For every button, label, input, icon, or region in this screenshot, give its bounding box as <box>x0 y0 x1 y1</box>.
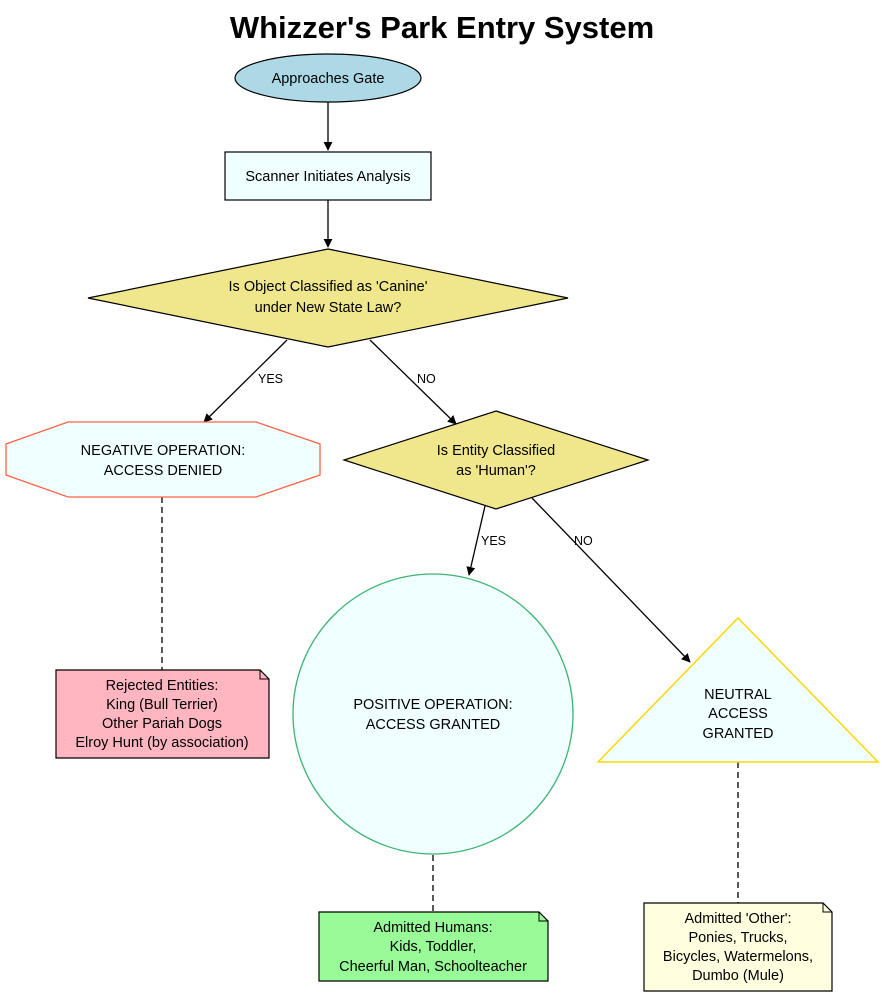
rejected-note-line3: Other Pariah Dogs <box>102 716 222 732</box>
other-note-fold <box>822 903 832 913</box>
neutral-label-line1: NEUTRAL <box>704 687 772 703</box>
neutral-node: NEUTRAL ACCESS GRANTED <box>596 616 880 763</box>
granted-label-line1: POSITIVE OPERATION: <box>353 697 512 713</box>
other-note-line1: Admitted 'Other': <box>684 911 791 927</box>
other-note: Admitted 'Other': Ponies, Trucks, Bicycl… <box>643 902 833 992</box>
denied-node: NEGATIVE OPERATION: ACCESS DENIED <box>5 421 321 498</box>
humans-note-line2: Kids, Toddler, <box>390 939 477 955</box>
edge-human-no <box>531 497 691 663</box>
neutral-label-line3: GRANTED <box>703 726 774 742</box>
scan-node: Scanner Initiates Analysis <box>224 151 432 201</box>
human-decision-node: Is Entity Classified as 'Human'? <box>342 410 650 510</box>
scan-box <box>224 151 432 201</box>
denied-label-line2: ACCESS DENIED <box>104 463 222 479</box>
neutral-triangle <box>596 616 880 763</box>
human-label-line1: Is Entity Classified <box>437 443 555 459</box>
granted-label-line2: ACCESS GRANTED <box>366 717 501 733</box>
denied-label-line1: NEGATIVE OPERATION: <box>81 443 246 459</box>
edge-label-human-yes: YES <box>481 534 506 548</box>
canine-label-line1: Is Object Classified as 'Canine' <box>229 279 428 295</box>
humans-note-line1: Admitted Humans: <box>373 920 492 936</box>
edges <box>161 102 739 912</box>
start-ellipse <box>234 53 422 103</box>
rejected-note-line4: Elroy Hunt (by association) <box>75 735 248 751</box>
human-diamond <box>342 410 650 510</box>
other-note-line4: Dumbo (Mule) <box>692 968 784 984</box>
edge-canine-no <box>369 339 457 425</box>
start-label: Approaches Gate <box>272 71 385 87</box>
edge-human-yes <box>466 505 486 576</box>
rejected-note-shape <box>55 669 270 759</box>
rejected-note-fold <box>259 670 269 680</box>
human-label-line2: as 'Human'? <box>456 463 536 479</box>
start-node: Approaches Gate <box>234 53 422 103</box>
other-note-line3: Bicycles, Watermelons, <box>663 949 813 965</box>
scan-label: Scanner Initiates Analysis <box>245 169 410 185</box>
rejected-note: Rejected Entities: King (Bull Terrier) O… <box>55 669 270 759</box>
edge-label-human-no: NO <box>574 534 593 548</box>
granted-node: POSITIVE OPERATION: ACCESS GRANTED <box>292 573 574 855</box>
other-note-shape <box>643 902 833 992</box>
edge-label-canine-yes: YES <box>258 372 283 386</box>
rejected-note-line2: King (Bull Terrier) <box>106 697 218 713</box>
rejected-note-line1: Rejected Entities: <box>106 678 219 694</box>
denied-octagon <box>5 421 321 498</box>
humans-note-fold <box>538 912 548 922</box>
edge-label-canine-no: NO <box>417 372 436 386</box>
humans-note: Admitted Humans: Kids, Toddler, Cheerful… <box>318 911 549 982</box>
canine-diamond <box>87 248 569 348</box>
edge-canine-yes <box>203 339 288 423</box>
neutral-label-line2: ACCESS <box>708 706 768 722</box>
canine-decision-node: Is Object Classified as 'Canine' under N… <box>87 248 569 348</box>
other-note-line2: Ponies, Trucks, <box>688 930 787 946</box>
granted-circle <box>292 573 574 855</box>
canine-label-line2: under New State Law? <box>255 300 402 316</box>
diagram-title: Whizzer's Park Entry System <box>230 10 654 45</box>
humans-note-line3: Cheerful Man, Schoolteacher <box>339 959 527 975</box>
humans-note-shape <box>318 911 549 982</box>
